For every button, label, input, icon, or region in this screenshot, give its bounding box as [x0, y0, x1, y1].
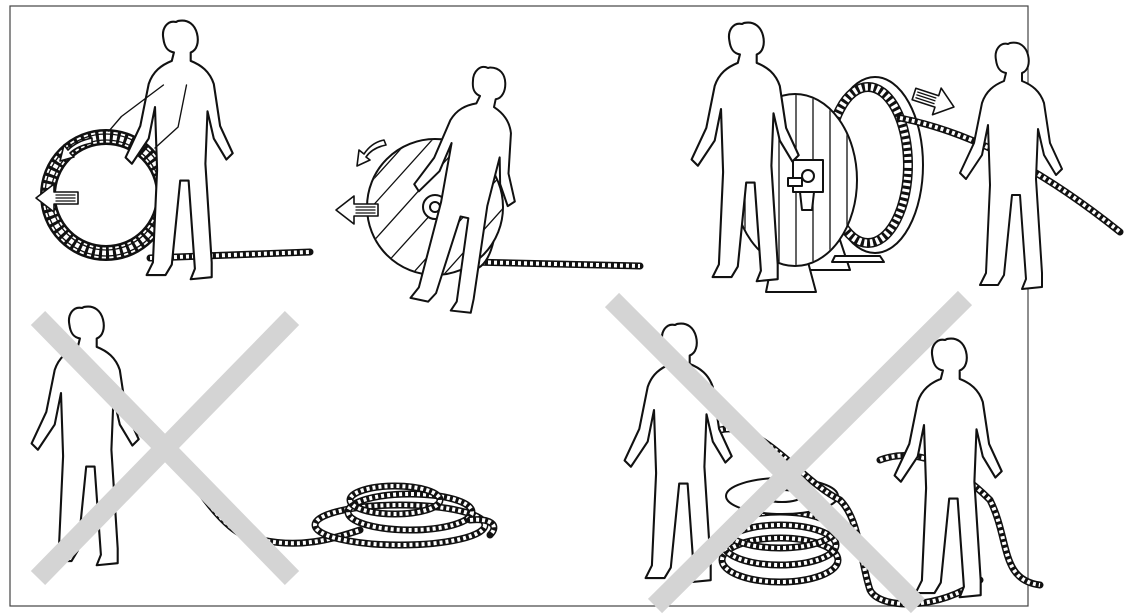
arrow-right-icon [910, 81, 959, 121]
worker-figure [895, 339, 1002, 598]
panel-pull-loose-coil [32, 307, 494, 578]
panel-roll-drum [336, 57, 640, 319]
panel-pull-from-flat-drum [612, 298, 1040, 606]
worker-figure [960, 43, 1062, 289]
panel-unwind-from-stand [692, 23, 1120, 292]
tangled-cable-pile [315, 486, 494, 545]
panel-roll-coil [36, 21, 310, 280]
ground-cable [470, 262, 640, 266]
curved-arrow-icon [357, 140, 386, 166]
